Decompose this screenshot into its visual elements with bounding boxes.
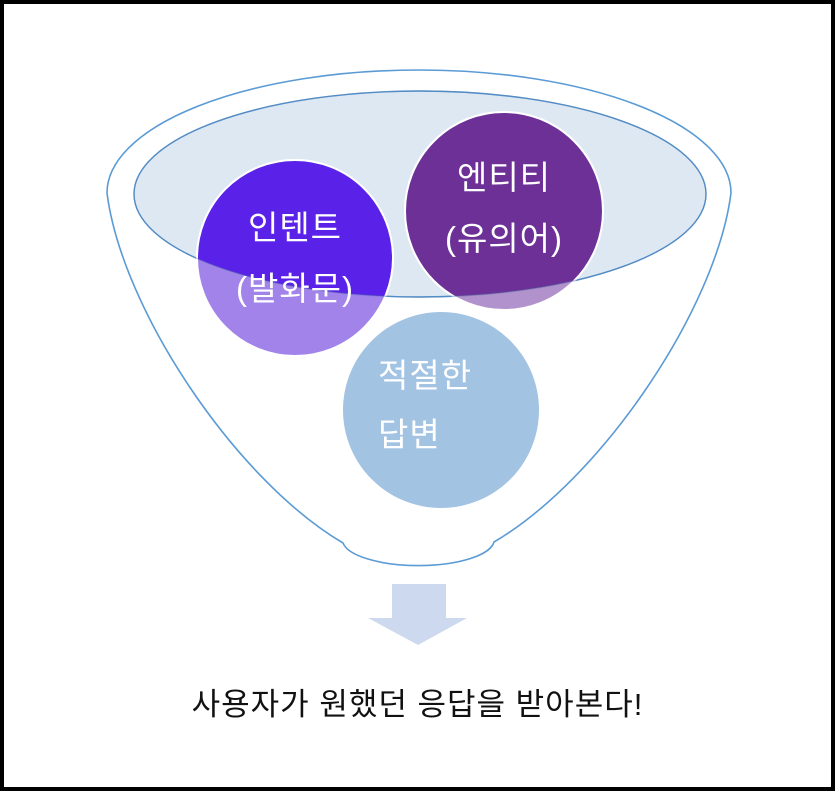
bowl-rim-overlay bbox=[133, 90, 707, 298]
intent-bubble-label: 인텐트 (발화문) bbox=[236, 197, 354, 319]
entity-label-line1: 엔티티 bbox=[456, 159, 552, 196]
intent-label-line2: (발화문) bbox=[235, 270, 355, 307]
caption: 사용자가 원했던 응답을 받아본다! bbox=[191, 687, 644, 722]
answer-bubble-label: 적절한 답변 bbox=[378, 346, 472, 464]
entity-bubble-icon bbox=[404, 111, 604, 297]
entity-bubble-label: 엔티티 (유의어) bbox=[445, 147, 563, 269]
answer-bubble-icon bbox=[343, 312, 539, 508]
answer-label-line2: 답변 bbox=[378, 416, 441, 453]
answer-label-line1: 적절한 bbox=[378, 357, 473, 394]
down-arrow-icon bbox=[368, 584, 467, 645]
intent-bubble-icon bbox=[196, 159, 394, 297]
entity-label-line2: (유의어) bbox=[444, 220, 564, 257]
intent-label-line1: 인텐트 bbox=[247, 209, 343, 246]
